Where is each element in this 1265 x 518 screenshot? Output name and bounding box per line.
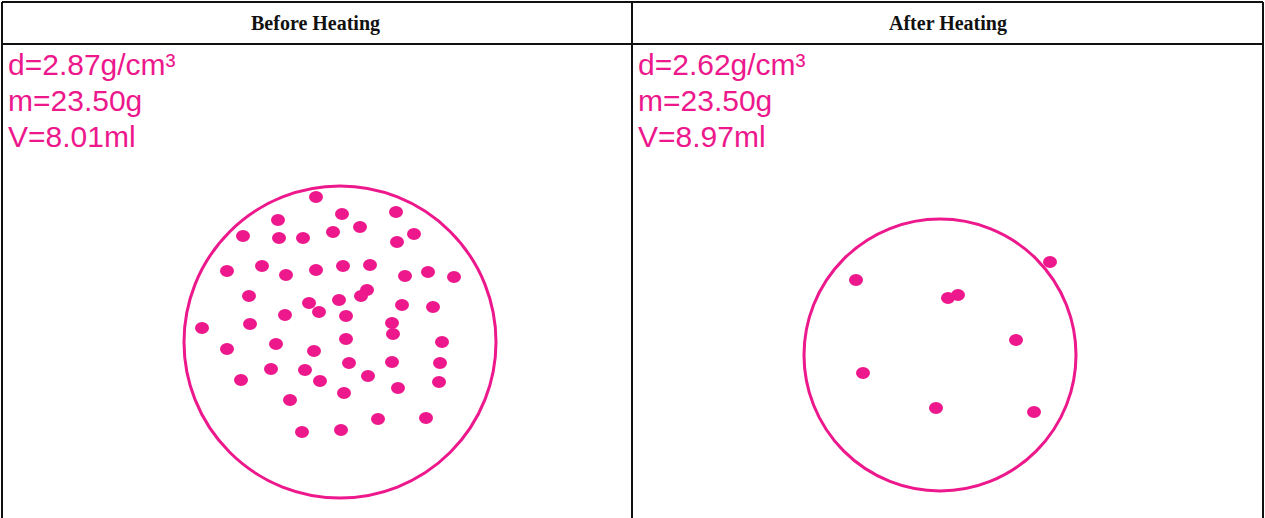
particle-dot <box>279 269 293 281</box>
mass-value: m=23.50g <box>8 86 142 116</box>
particle-dot <box>929 402 943 414</box>
particle-dot <box>435 336 449 348</box>
particle-dot <box>326 226 340 238</box>
particle-dot <box>309 264 323 276</box>
particle-dot <box>426 301 440 313</box>
density-value: d=2.87g/cm³ <box>8 50 176 80</box>
column-header: After Heating <box>889 12 1007 35</box>
particle-dot <box>278 309 292 321</box>
particle-dot <box>332 294 346 306</box>
particle-dot <box>1043 256 1057 268</box>
particle-dot <box>363 259 377 271</box>
particle-dot <box>336 260 350 272</box>
particle-dot <box>354 290 368 302</box>
particle-dot <box>335 208 349 220</box>
particle-dot <box>283 394 297 406</box>
particle-dot <box>941 292 955 304</box>
particle-dot <box>386 328 400 340</box>
particle-dot <box>419 412 433 424</box>
particle-dot <box>398 270 412 282</box>
particle-dot <box>298 364 312 376</box>
particle-dot <box>255 260 269 272</box>
container-circle <box>804 219 1076 491</box>
particle-dot <box>849 274 863 286</box>
particle-dot <box>271 214 285 226</box>
particle-dot <box>307 345 321 357</box>
particle-dot <box>234 374 248 386</box>
particle-group <box>849 256 1057 418</box>
particle-dot <box>195 322 209 334</box>
particle-dot <box>432 376 446 388</box>
particle-dot <box>220 343 234 355</box>
table-middle-line <box>631 2 633 518</box>
particle-dot <box>385 356 399 368</box>
particle-dot <box>272 232 286 244</box>
particle-dot <box>302 297 316 309</box>
container-circle <box>184 186 496 498</box>
particle-dot <box>236 230 250 242</box>
particle-group <box>195 191 461 438</box>
particle-dot <box>1027 406 1041 418</box>
particle-dot <box>361 370 375 382</box>
mass-value: m=23.50g <box>638 86 772 116</box>
particle-dot <box>243 318 257 330</box>
particle-dot <box>385 317 399 329</box>
particle-dot <box>856 367 870 379</box>
particle-dot <box>339 310 353 322</box>
particle-dot <box>395 299 409 311</box>
volume-value: V=8.01ml <box>8 122 136 152</box>
particle-dot <box>342 357 356 369</box>
particle-dot <box>389 206 403 218</box>
particle-dot <box>296 232 310 244</box>
particle-dot <box>407 228 421 240</box>
particle-dot <box>371 413 385 425</box>
particle-dot <box>337 387 351 399</box>
particle-dot <box>309 191 323 203</box>
particle-dot <box>242 290 256 302</box>
table-left-line <box>1 2 3 518</box>
particle-dot <box>339 333 353 345</box>
particle-dot <box>1009 334 1023 346</box>
particle-dot <box>433 357 447 369</box>
particle-dot <box>313 375 327 387</box>
table-right-line <box>1262 2 1264 518</box>
particle-dot <box>334 424 348 436</box>
particle-dot <box>447 271 461 283</box>
particle-dot <box>264 363 278 375</box>
particle-dot <box>353 221 367 233</box>
particle-dot <box>220 265 234 277</box>
particle-dot <box>269 338 283 350</box>
particle-dot <box>391 382 405 394</box>
particle-dot <box>421 266 435 278</box>
density-value: d=2.62g/cm³ <box>638 50 806 80</box>
particle-dot <box>312 306 326 318</box>
particle-dot <box>390 236 404 248</box>
particle-dot <box>295 426 309 438</box>
column-header: Before Heating <box>251 12 380 35</box>
volume-value: V=8.97ml <box>638 122 766 152</box>
